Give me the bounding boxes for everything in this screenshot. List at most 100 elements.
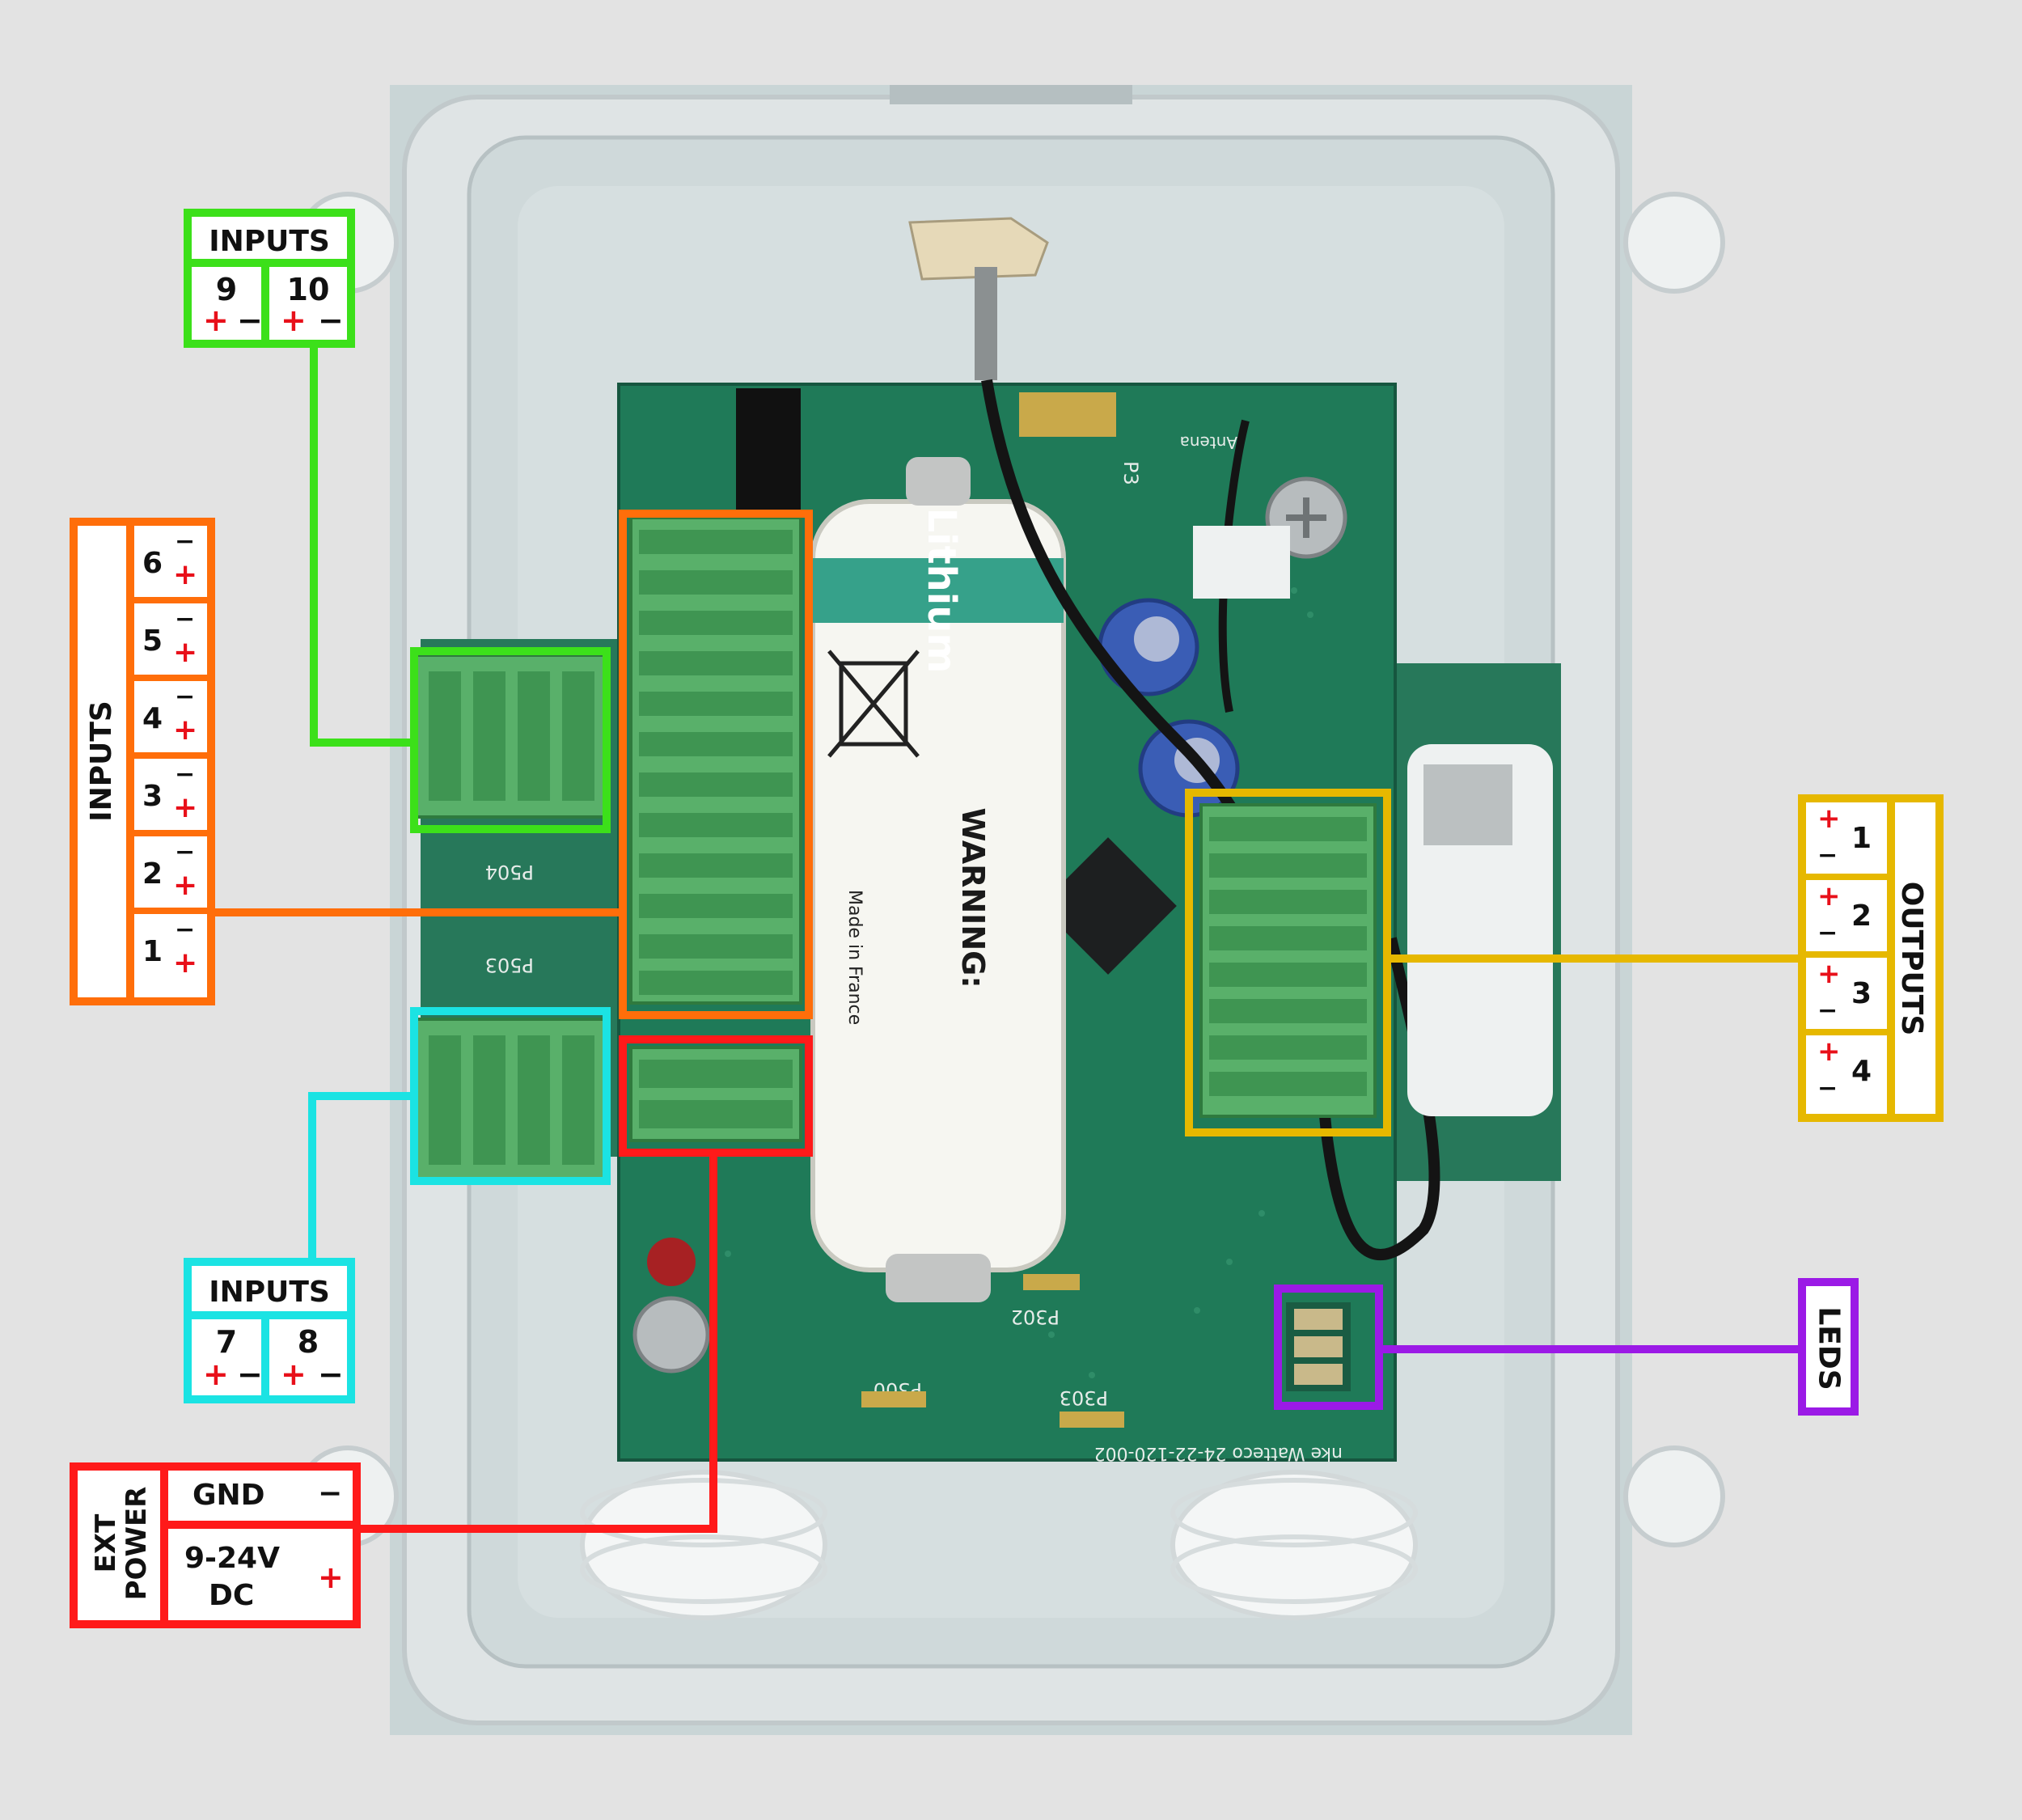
label-ext-power-title-line2: POWER [121, 1486, 153, 1601]
pin-header-top [736, 388, 801, 510]
channel-number: 9 [215, 272, 238, 307]
label-channel-9: 9 + − [192, 267, 269, 340]
highlight-inputs-9-10 [410, 647, 611, 833]
plus-sign: + [281, 1357, 307, 1392]
pcb-pads [861, 1274, 1124, 1428]
microcontroller-chip [1039, 837, 1177, 975]
minus-sign: − [1817, 1074, 1838, 1103]
channel-number: 8 [297, 1324, 319, 1360]
plus-sign: + [173, 636, 198, 669]
label-leds: LEDS [1798, 1278, 1859, 1416]
channel-number: 3 [142, 780, 163, 813]
id-label-sticker [1193, 526, 1290, 599]
label-channel-6: − 6 + [134, 526, 207, 603]
cable-gland-left [580, 1470, 827, 1620]
status-leds [1286, 1302, 1351, 1391]
minus-sign: − [318, 303, 344, 338]
battery-brand-text: Lithium [919, 508, 964, 674]
minus-sign: − [175, 605, 196, 633]
lid-hinge [890, 85, 1132, 104]
highlight-outputs [1185, 789, 1391, 1136]
label-output-4: + − 4 [1806, 1035, 1887, 1114]
label-outputs: + − 1 + − 2 + − 3 + − 4 OUTPUTS [1798, 794, 1944, 1122]
pcb-label-p303: P303 [1060, 1386, 1108, 1409]
channel-number: 1 [142, 935, 163, 968]
label-channel-8: 8 + − [269, 1319, 347, 1395]
label-outputs-title-cell: OUTPUTS [1887, 802, 1935, 1114]
label-output-2: + − 2 [1806, 880, 1887, 958]
voltage-label-line2: DC [209, 1579, 255, 1612]
channel-number: 2 [142, 857, 163, 891]
label-channel-3: − 3 + [134, 759, 207, 836]
plus-sign: + [173, 869, 198, 902]
pcb-label-p3: P3 [1119, 461, 1142, 485]
label-channel-5: − 5 + [134, 603, 207, 681]
minus-sign: − [237, 1357, 263, 1392]
channel-number: 5 [142, 624, 163, 658]
pcb-gold-contacts [1019, 392, 1116, 437]
plus-sign: + [173, 713, 198, 747]
plus-sign: + [173, 558, 198, 591]
label-inputs-9-10-title: INPUTS [192, 217, 347, 267]
minus-sign: − [318, 1477, 343, 1510]
screw-hole-top-right [1623, 192, 1725, 294]
minus-sign: − [175, 527, 196, 556]
label-output-3: + − 3 [1806, 958, 1887, 1035]
pcb-label-p503: P503 [485, 954, 534, 976]
channel-number: 2 [1851, 899, 1872, 933]
label-channel-10: 10 + − [269, 267, 347, 340]
battery-warning-text: Made in France [844, 890, 865, 1025]
highlight-inputs-1-6 [619, 510, 813, 1019]
pcb-label-antena: Antena [1180, 433, 1237, 452]
channel-number: 3 [1851, 977, 1872, 1010]
plus-sign: + [203, 303, 229, 338]
battery-disposal-icon [827, 650, 920, 758]
highlight-ext-power [619, 1035, 813, 1157]
minus-sign: − [175, 683, 196, 711]
channel-number: 10 [286, 272, 330, 307]
screw-hole-bottom-right [1623, 1445, 1725, 1547]
minus-sign: − [1817, 997, 1838, 1025]
pcb-label-p504: P504 [485, 861, 534, 883]
voltage-label-line1: 9-24V [184, 1542, 280, 1575]
minus-sign: − [318, 1357, 344, 1392]
label-outputs-title: OUTPUTS [1895, 881, 1928, 1036]
antenna [908, 217, 1049, 380]
gnd-label: GND [192, 1479, 265, 1512]
channel-number: 7 [215, 1324, 238, 1360]
plus-sign: + [281, 303, 307, 338]
label-inputs-7-8: INPUTS 7 + − 8 + − [184, 1258, 355, 1403]
leader-ext-power [356, 1153, 717, 1533]
label-leds-title: LEDS [1812, 1306, 1846, 1390]
highlight-leds [1274, 1285, 1383, 1410]
label-ext-power: EXT POWER GND − 9-24V DC + [70, 1462, 361, 1628]
channel-number: 4 [142, 702, 163, 735]
minus-sign: − [175, 760, 196, 789]
minus-sign: − [237, 303, 263, 338]
minus-sign: − [175, 916, 196, 944]
label-inputs-1-6: INPUTS − 6 + − 5 + − 4 + − 3 + − 2 + − 1… [70, 518, 215, 1005]
plus-sign: + [173, 946, 198, 980]
minus-sign: − [1817, 919, 1838, 947]
leader-inputs-9-10 [310, 348, 414, 747]
pcb-footer-text: nke Watteco 24-22-120-002 [1094, 1443, 1343, 1463]
label-inputs-1-6-title: INPUTS [85, 700, 118, 822]
channel-number: 4 [1851, 1055, 1872, 1088]
battery-warning-title: WARNING: [955, 807, 991, 988]
minus-sign: − [1817, 841, 1838, 870]
label-channel-7: 7 + − [192, 1319, 269, 1395]
plus-sign: + [203, 1357, 229, 1392]
plus-sign: + [1817, 802, 1841, 835]
plus-sign: + [1817, 958, 1841, 990]
terminal-block-power [629, 1046, 802, 1142]
terminal-block-inputs-1-6 [629, 516, 802, 1005]
cable-gland-right [1170, 1470, 1418, 1620]
terminal-block-inputs-9-10 [412, 654, 608, 819]
label-ext-power-title-cell: EXT POWER [78, 1471, 168, 1620]
label-inputs-7-8-title: INPUTS [192, 1266, 347, 1319]
label-channel-2: − 2 + [134, 836, 207, 914]
pcb-label-p302: P302 [1011, 1306, 1060, 1328]
terminal-block-outputs [1199, 803, 1377, 1118]
